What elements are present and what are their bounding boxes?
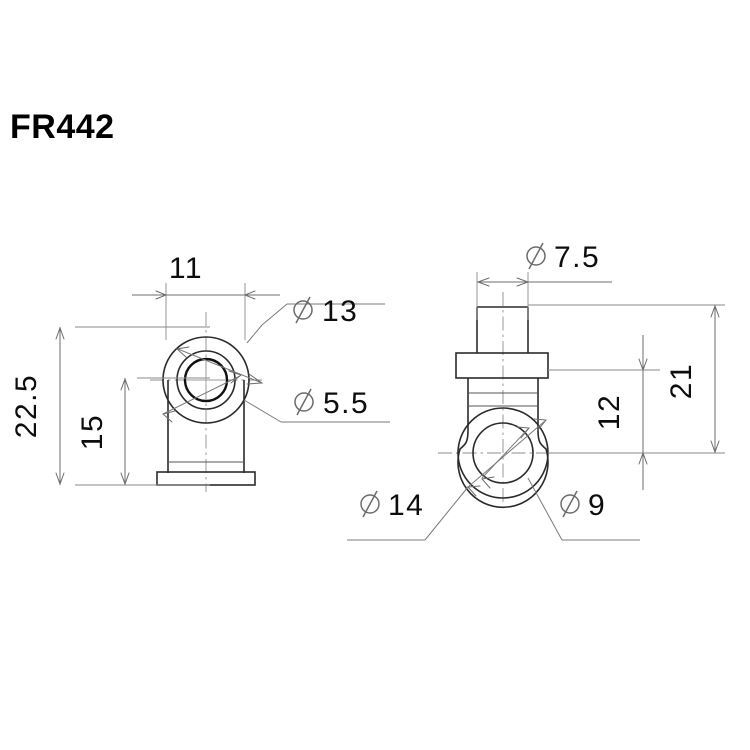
- dia-5_5-arrow-head-left: [161, 410, 176, 423]
- dim-label-11: 11: [169, 252, 203, 285]
- dim-15-arrow-bottom: [120, 472, 130, 486]
- dim-22_5-arrow-top: [55, 326, 65, 340]
- right-view-eye-outline: [457, 429, 549, 508]
- dia-9-leader-diagonal: [481, 428, 529, 479]
- diameter-icon-slash: [562, 490, 578, 518]
- diameter-icon: [526, 246, 546, 266]
- dia-5_5-leader-diagonal: [162, 375, 241, 415]
- dim-21-arrow-top: [710, 304, 720, 318]
- dia-7_5-symbol-group: [526, 242, 546, 270]
- dim-21-arrow-bottom: [710, 440, 720, 454]
- left-view-bore-circle: [183, 357, 229, 403]
- dim-15-arrow-top: [120, 377, 130, 391]
- dia-13-arrow-head-right: [246, 373, 264, 385]
- dia-13-leader-tail: [246, 324, 263, 344]
- diameter-icon-slash: [362, 490, 378, 518]
- diameter-icon-slash: [295, 296, 311, 324]
- dim-label-12: 12: [593, 394, 626, 430]
- diameter-icon-slash: [296, 388, 312, 416]
- dim-22_5-arrow-bottom: [55, 472, 65, 486]
- dia-5_5-leader-elbow: [243, 399, 282, 423]
- dim-11-arrow-right: [243, 290, 256, 300]
- diameter-icon-slash: [528, 242, 544, 270]
- left-view-group: 11 22.5 15: [10, 252, 390, 492]
- dia-9-arrow-head-upper: [516, 426, 530, 439]
- diameter-icon: [360, 494, 380, 514]
- left-view-outer-boss-circle: [162, 336, 250, 424]
- page-title: FR442: [10, 108, 115, 146]
- dia-14-leader-diagonal: [467, 420, 546, 488]
- dim-label-22_5: 22.5: [10, 374, 43, 438]
- dim-label-15: 15: [76, 414, 109, 450]
- dim-12-arrow-bottom: [638, 451, 648, 465]
- dia-14-arrow-head-upper: [533, 418, 547, 431]
- right-view-collar: [455, 352, 549, 379]
- dia-5_5-arrow-head-right: [228, 370, 243, 384]
- dia-label-5_5: 5.5: [323, 387, 369, 420]
- dia-label-9: 9: [588, 489, 606, 522]
- dia-label-14: 14: [388, 489, 424, 522]
- dia-13-leader-diagonal: [177, 348, 263, 384]
- dia-label-13: 13: [322, 295, 358, 328]
- dia-13-arrow-head-left: [175, 346, 190, 358]
- dia-13-leader-elbow: [261, 303, 288, 326]
- dia-9-arrow-head-lower: [481, 476, 495, 489]
- dia-14-symbol-group: [360, 490, 380, 518]
- dia-label-7_5: 7.5: [554, 241, 600, 274]
- diameter-icon: [560, 494, 580, 514]
- dim-7_5-arrow-right: [516, 277, 530, 287]
- dim-12-arrow-top: [638, 358, 648, 372]
- dim-7_5-arrow-left: [476, 277, 490, 287]
- right-view-group: 7.5 21 12 14: [347, 241, 725, 541]
- dim-11-arrow-left: [155, 290, 168, 300]
- dim-label-21: 21: [665, 363, 698, 399]
- right-view-eye-bore-circle: [472, 422, 534, 484]
- diameter-icon: [293, 300, 313, 320]
- dia-5_5-symbol-group: [294, 388, 314, 416]
- diameter-icon: [294, 392, 314, 412]
- dia-13-symbol-group: [293, 296, 313, 324]
- dia-14-leader-tail: [424, 486, 469, 541]
- dia-9-leader-tail: [527, 477, 563, 541]
- dia-9-symbol-group: [560, 490, 580, 518]
